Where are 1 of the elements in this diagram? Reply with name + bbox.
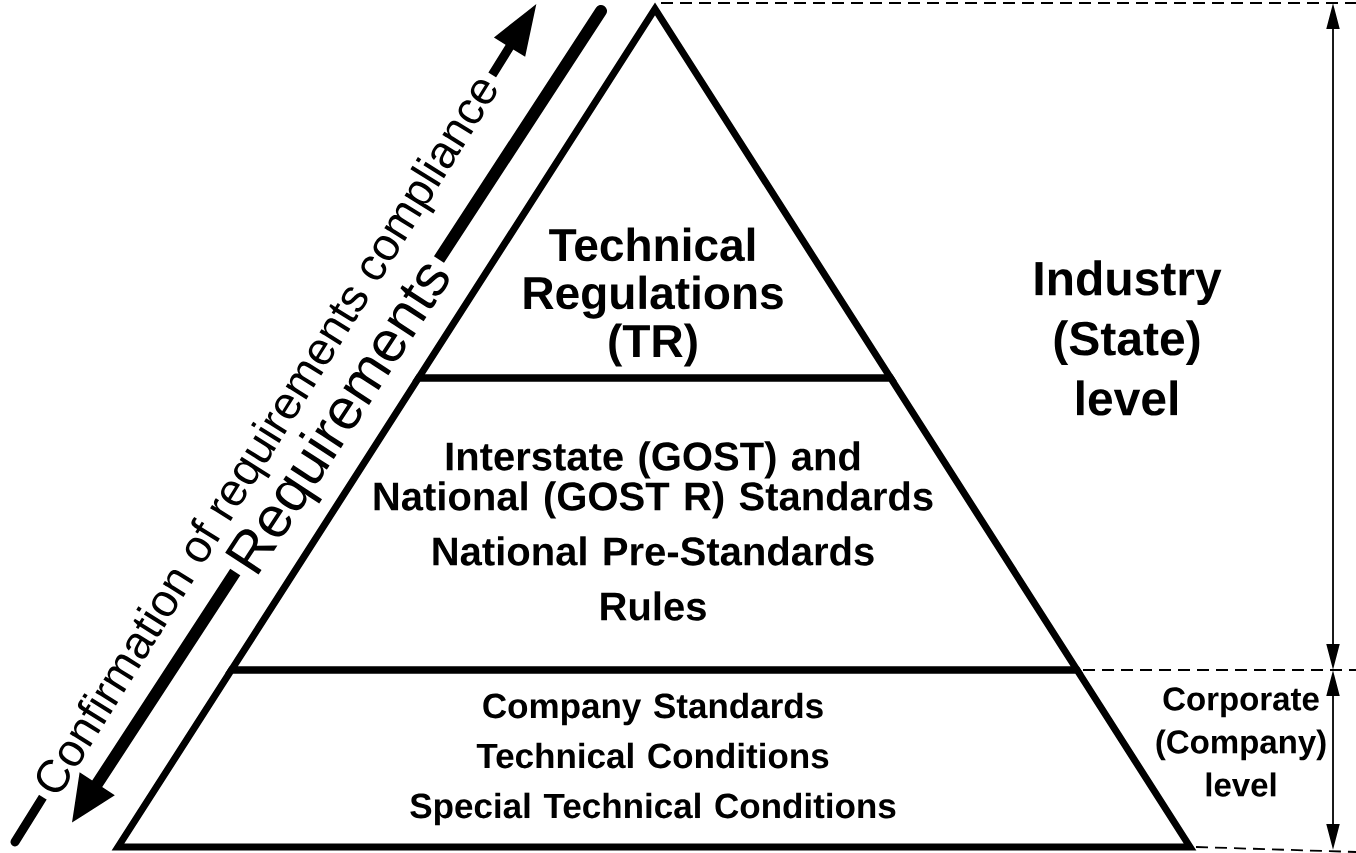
level-label: Corporate (Company) level [1156, 687, 1326, 797]
